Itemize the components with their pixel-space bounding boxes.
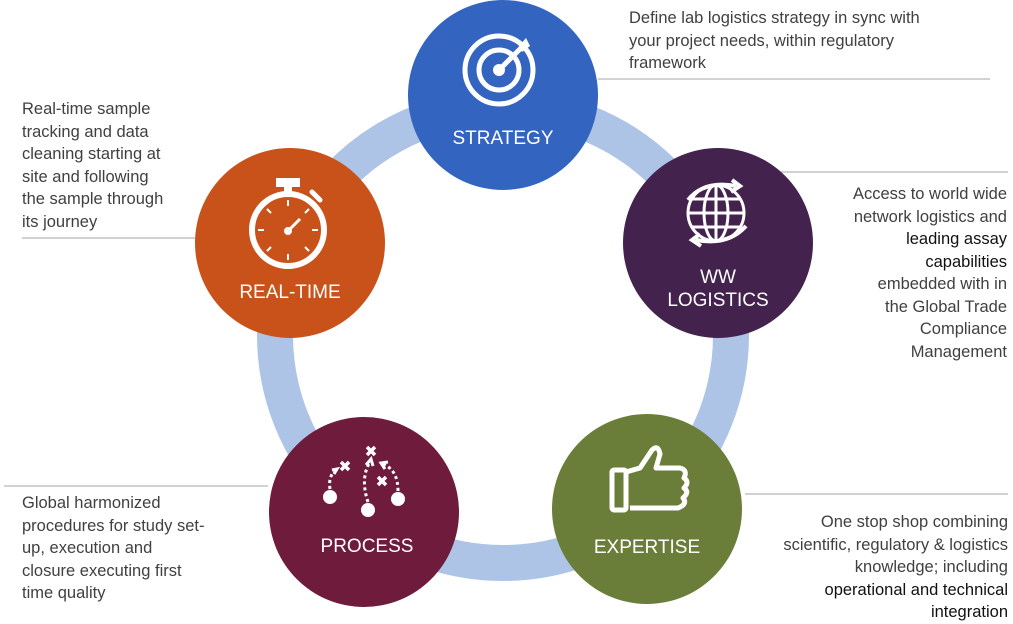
logistics-description: Access to world wide network logistics a…	[800, 183, 1007, 363]
expertise-desc-line: knowledge; including	[854, 558, 1008, 576]
node-expertise: EXPERTISE	[552, 414, 742, 604]
expertise-desc-line: One stop shop combining	[820, 513, 1008, 531]
expertise-desc-highlight: operational and technical	[824, 580, 1008, 599]
logistics-desc-line: Management	[910, 342, 1007, 361]
target-icon	[462, 33, 536, 107]
stopwatch-icon	[249, 178, 327, 269]
realtime-desc-line: Real-time sample	[22, 100, 151, 118]
strategy-desc-line: framework	[629, 54, 707, 72]
thumbs-up-icon	[609, 445, 690, 513]
process-description: Global harmonized procedures for study s…	[22, 492, 252, 605]
realtime-description: Real-time sample tracking and data clean…	[22, 98, 197, 233]
logistics-desc-line: embedded with in	[877, 275, 1007, 293]
logistics-desc-line: the Global Trade	[885, 297, 1007, 316]
strategy-label: STRATEGY	[453, 128, 554, 149]
logistics-desc-highlight: leading assay	[906, 230, 1007, 248]
realtime-label: REAL-TIME	[239, 282, 340, 303]
logistics-label-line2: LOGISTICS	[667, 290, 768, 311]
node-logistics: WW LOGISTICS	[623, 148, 813, 338]
process-desc-line: closure executing first	[22, 561, 182, 580]
logistics-desc-line: Access to world wide	[852, 185, 1007, 203]
process-desc-line: up, execution and	[22, 539, 153, 557]
logistics-desc-highlight: capabilities	[925, 252, 1007, 271]
logistics-desc-line: Compliance	[919, 320, 1007, 338]
node-strategy: STRATEGY	[408, 0, 598, 190]
realtime-desc-line: the sample through	[22, 190, 164, 208]
logistics-label-line1: WW	[700, 267, 736, 288]
process-desc-line: procedures for study set-	[22, 516, 205, 535]
process-label: PROCESS	[321, 536, 414, 557]
expertise-desc-highlight: integration	[930, 603, 1008, 621]
process-desc-line: Global harmonized	[22, 494, 161, 512]
expertise-desc-line: scientific, regulatory & logistics	[783, 535, 1008, 554]
play-diagram-icon	[323, 445, 405, 517]
process-desc-line: time quality	[22, 584, 106, 602]
logistics-desc-line: network logistics and	[853, 207, 1007, 226]
globe-arrows-icon	[686, 178, 748, 248]
realtime-desc-line: cleaning starting at	[22, 145, 161, 163]
expertise-description: One stop shop combining scientific, regu…	[740, 511, 1008, 624]
node-process: PROCESS	[269, 417, 459, 607]
realtime-desc-line: site and following	[22, 167, 149, 186]
realtime-desc-line: tracking and data	[22, 122, 149, 141]
strategy-desc-line: your project needs, within regulatory	[629, 31, 895, 50]
realtime-desc-line: its journey	[22, 212, 98, 231]
expertise-label: EXPERTISE	[594, 537, 700, 558]
strategy-desc-line: Define lab logistics strategy in sync wi…	[629, 9, 920, 27]
node-realtime: REAL-TIME	[195, 148, 385, 338]
strategy-description: Define lab logistics strategy in sync wi…	[629, 7, 1009, 75]
